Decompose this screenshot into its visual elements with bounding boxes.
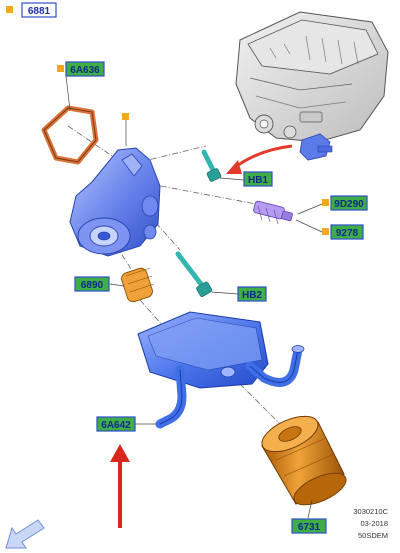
bolt-hb1-part	[201, 149, 222, 182]
label-6881: 6881	[28, 6, 51, 17]
label-6a642-box	[96, 416, 136, 432]
oil-filter-part	[261, 415, 347, 506]
engine-pointer-arrowhead	[226, 160, 242, 174]
label-9278-box	[330, 224, 364, 240]
label-9d290-box	[330, 195, 368, 211]
diagram-code: 3030210C	[353, 507, 388, 516]
install-direction-arrowhead	[110, 444, 130, 462]
label-6881-box	[21, 2, 57, 18]
label-9d290-marker	[322, 199, 329, 206]
label-6a642: 6A642	[101, 420, 131, 431]
gasket-part	[41, 105, 99, 165]
label-6731-box	[291, 518, 327, 534]
diagram-model: 50SDEM	[358, 531, 388, 540]
diagram-date: 03-2018	[360, 519, 388, 528]
leader-lines	[65, 75, 323, 519]
label-hb1-box	[243, 171, 273, 187]
housing-marker	[122, 113, 129, 120]
engine-pointer-arrow	[233, 144, 293, 170]
label-9278: 9278	[336, 228, 359, 239]
adapter-fitting-part	[121, 267, 155, 303]
label-6a636-box	[65, 61, 105, 77]
oil-filter-housing	[69, 147, 161, 257]
oil-pressure-sender-part	[253, 200, 293, 225]
label-6890: 6890	[81, 280, 104, 291]
label-6731: 6731	[298, 522, 321, 533]
arrow-down-left-icon[interactable]	[5, 519, 45, 549]
label-6a636: 6A636	[70, 65, 100, 76]
label-6881-marker	[6, 6, 13, 13]
label-hb1: HB1	[248, 175, 268, 186]
label-9278-marker	[322, 228, 329, 235]
label-9d290: 9D290	[334, 199, 364, 210]
label-6a636-marker	[57, 65, 64, 72]
bolt-hb2-part	[175, 251, 213, 297]
engine-illustration	[235, 11, 389, 161]
label-hb2-box	[237, 286, 267, 302]
label-6890-box	[74, 276, 110, 292]
oil-cooler-part	[137, 311, 305, 429]
label-hb2: HB2	[242, 290, 262, 301]
gasket-outline	[43, 107, 97, 163]
